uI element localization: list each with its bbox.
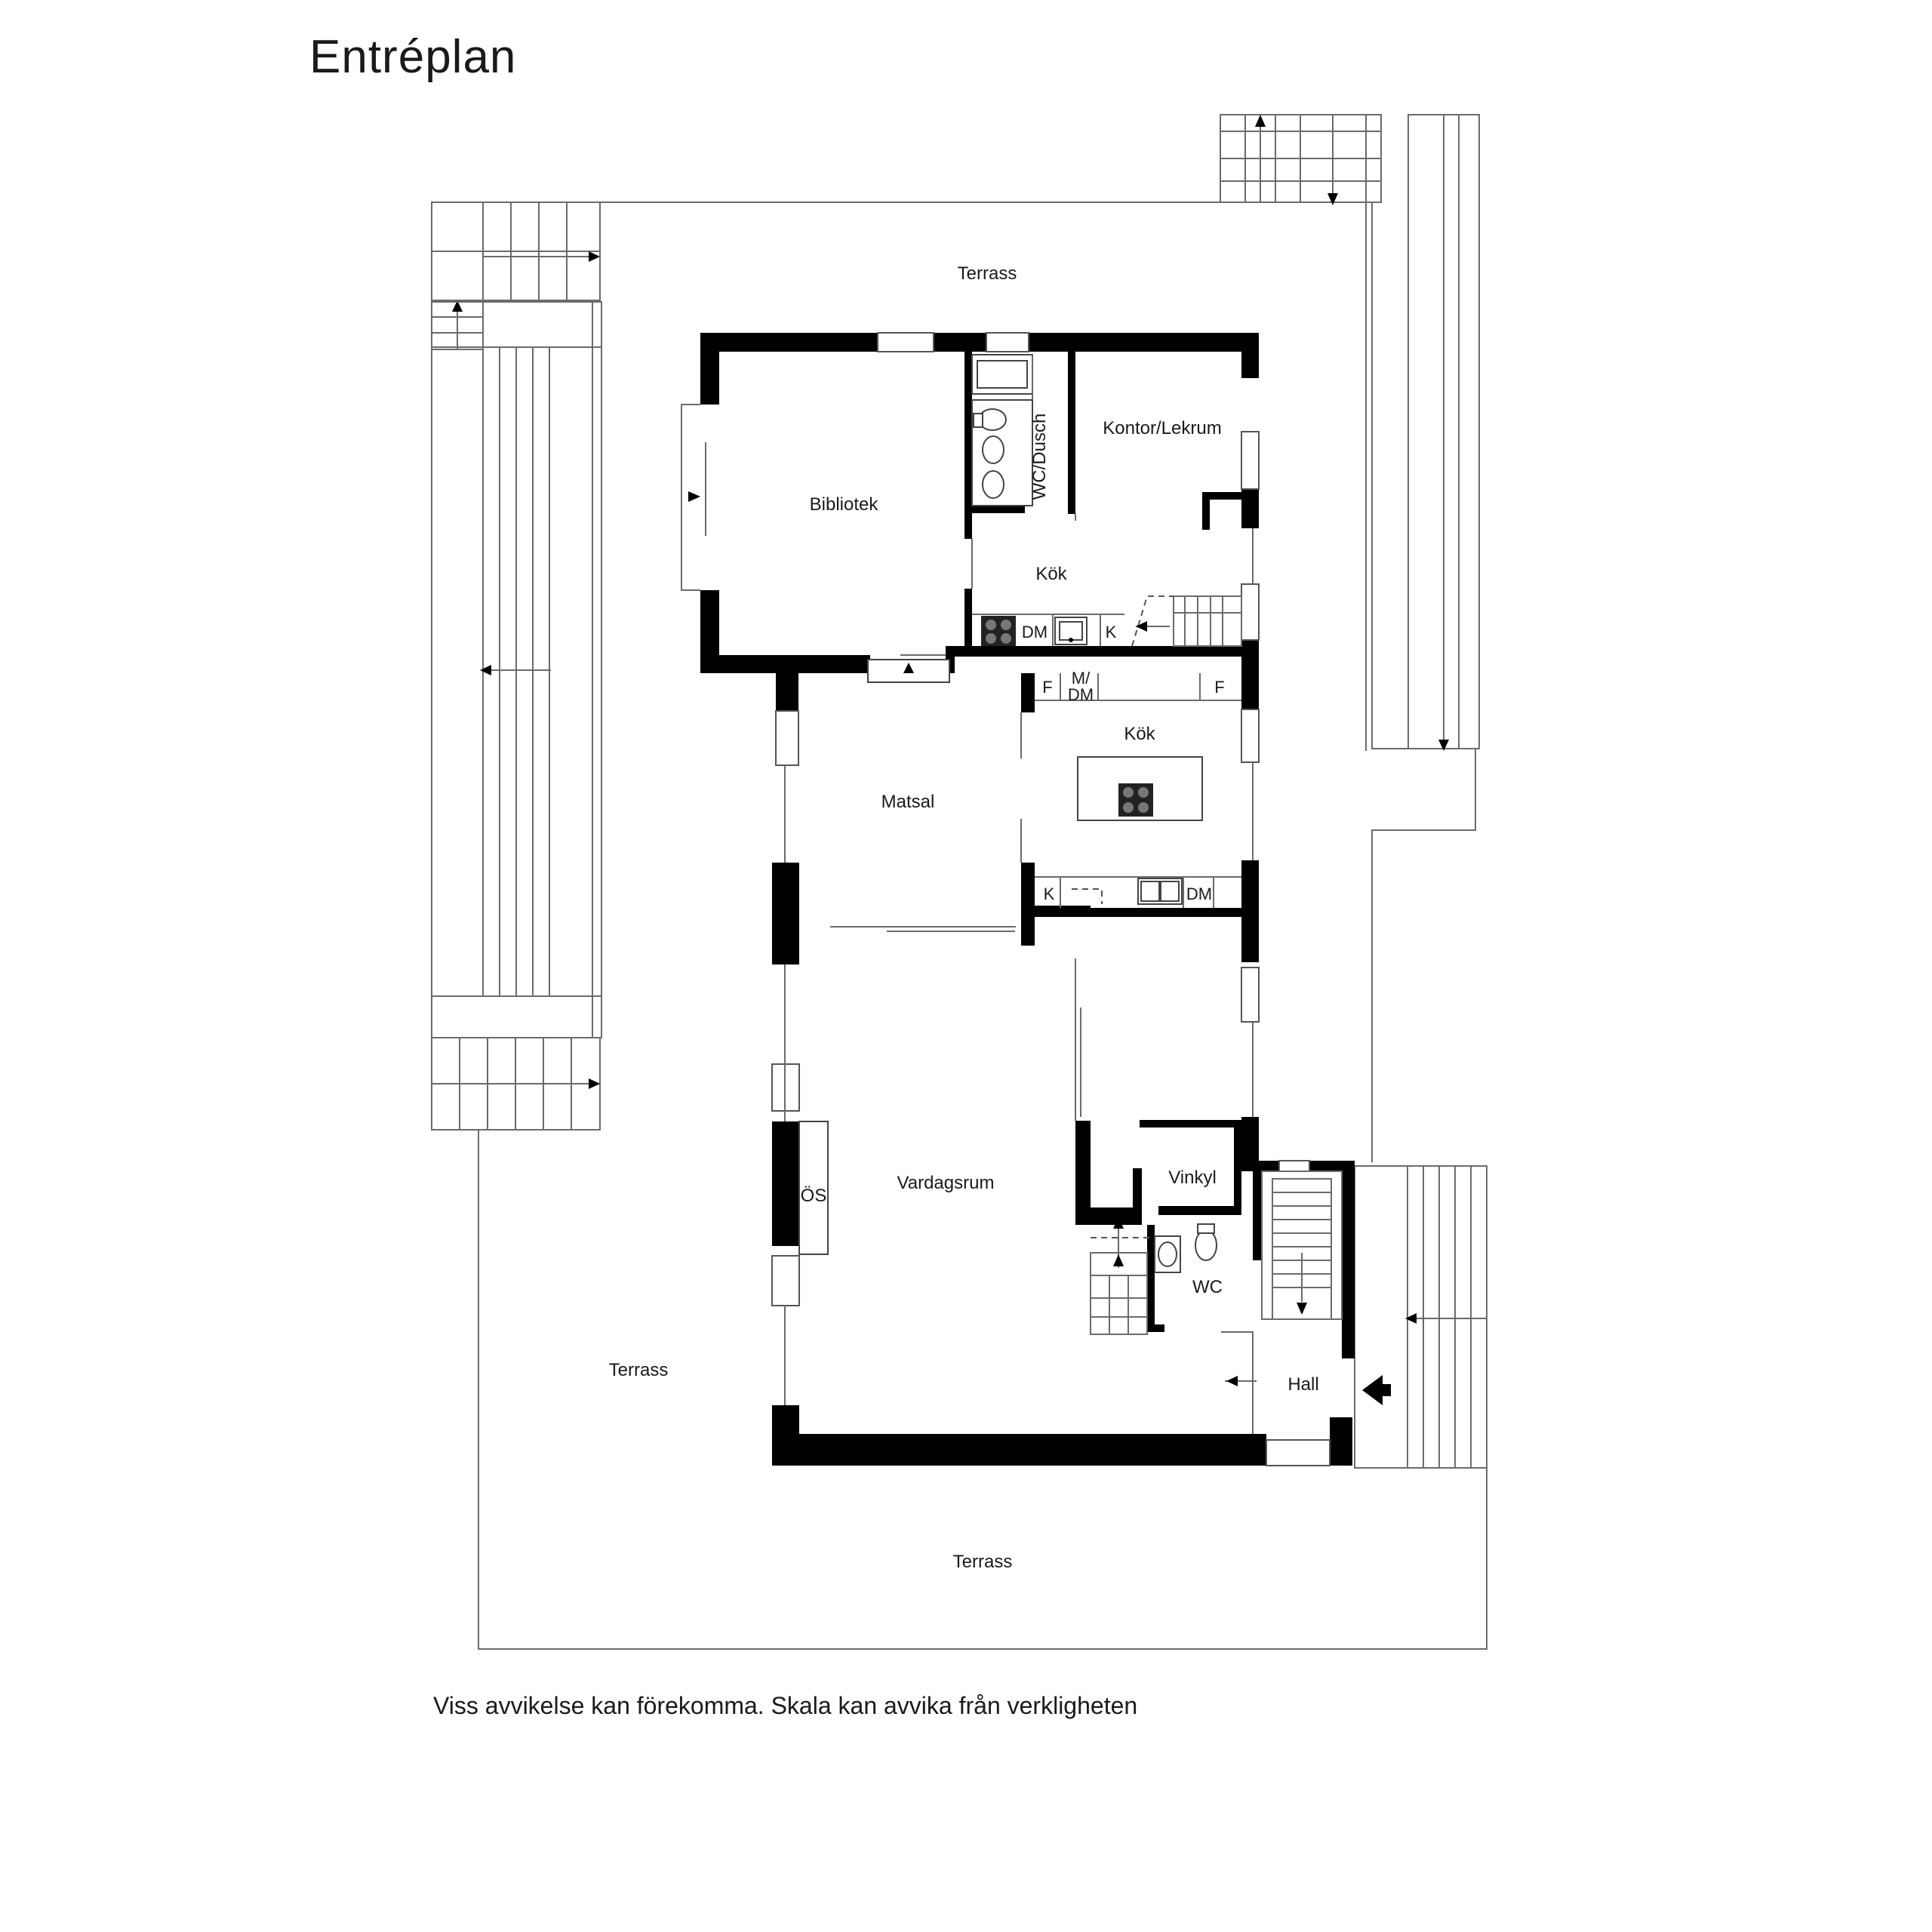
label-library: Bibliotek (810, 494, 879, 515)
stairs-left-long (431, 301, 602, 1038)
stairs-top-right (1220, 114, 1449, 751)
stairs-living (1090, 1217, 1151, 1335)
label-kitchen-lower: Kök (1124, 724, 1155, 744)
fireplace (798, 1121, 829, 1255)
facade-lines (784, 528, 1254, 1405)
label-hall: Hall (1287, 1374, 1318, 1395)
exterior-walls (700, 333, 1355, 1466)
label-office: Kontor/Lekrum (1103, 418, 1221, 438)
cooktop-icon (1118, 783, 1153, 817)
code-m-dm-line2: DM (1068, 685, 1094, 704)
label-vinkyl: Vinkyl (1168, 1168, 1217, 1188)
code-m-dm-line1: M/ (1072, 669, 1091, 688)
code-k-upper: K (1106, 623, 1117, 641)
stairs-bottom-left (431, 1037, 601, 1131)
kitchen-upper-fixtures (972, 595, 1242, 647)
label-fireplace: ÖS (801, 1186, 827, 1206)
label-terrace-top: Terrass (958, 263, 1017, 284)
label-dining: Matsal (881, 792, 935, 812)
code-dm-upper: DM (1022, 623, 1048, 641)
toilet-icon (1195, 1229, 1217, 1261)
appliance-labels: DM K F M/ DM F K DM (1022, 623, 1225, 903)
label-kitchen-upper: Kök (1035, 564, 1067, 584)
entrance-arrow-icon (1362, 1375, 1391, 1405)
cooktop-icon (981, 616, 1016, 646)
label-living: Vardagsrum (897, 1173, 995, 1193)
code-f-left: F (1042, 678, 1052, 697)
page-title: Entréplan (309, 31, 517, 83)
label-wc-shower: WC/Dusch (1029, 414, 1050, 500)
sink-icon (982, 470, 1004, 499)
sink-icon (982, 435, 1004, 464)
disclaimer-text: Viss avvikelse kan förekomma. Skala kan … (433, 1692, 1138, 1719)
code-k-lower: K (1044, 884, 1055, 903)
stairs-top-left (431, 202, 601, 350)
stairs-hall (1261, 1171, 1343, 1320)
label-wc: WC (1192, 1277, 1223, 1297)
bathroom-fixtures (971, 354, 1217, 1273)
doors (830, 514, 1257, 1434)
stairs-entrance (1354, 1165, 1487, 1469)
code-dm-lower: DM (1186, 884, 1212, 903)
label-terrace-left: Terrass (609, 1360, 669, 1380)
room-labels: Terrass Terrass Terrass Bibliotek WC/Dus… (609, 263, 1319, 1572)
code-f-right: F (1214, 678, 1224, 697)
kitchen-lower-fixtures (1035, 673, 1241, 908)
label-terrace-bottom: Terrass (953, 1552, 1013, 1572)
